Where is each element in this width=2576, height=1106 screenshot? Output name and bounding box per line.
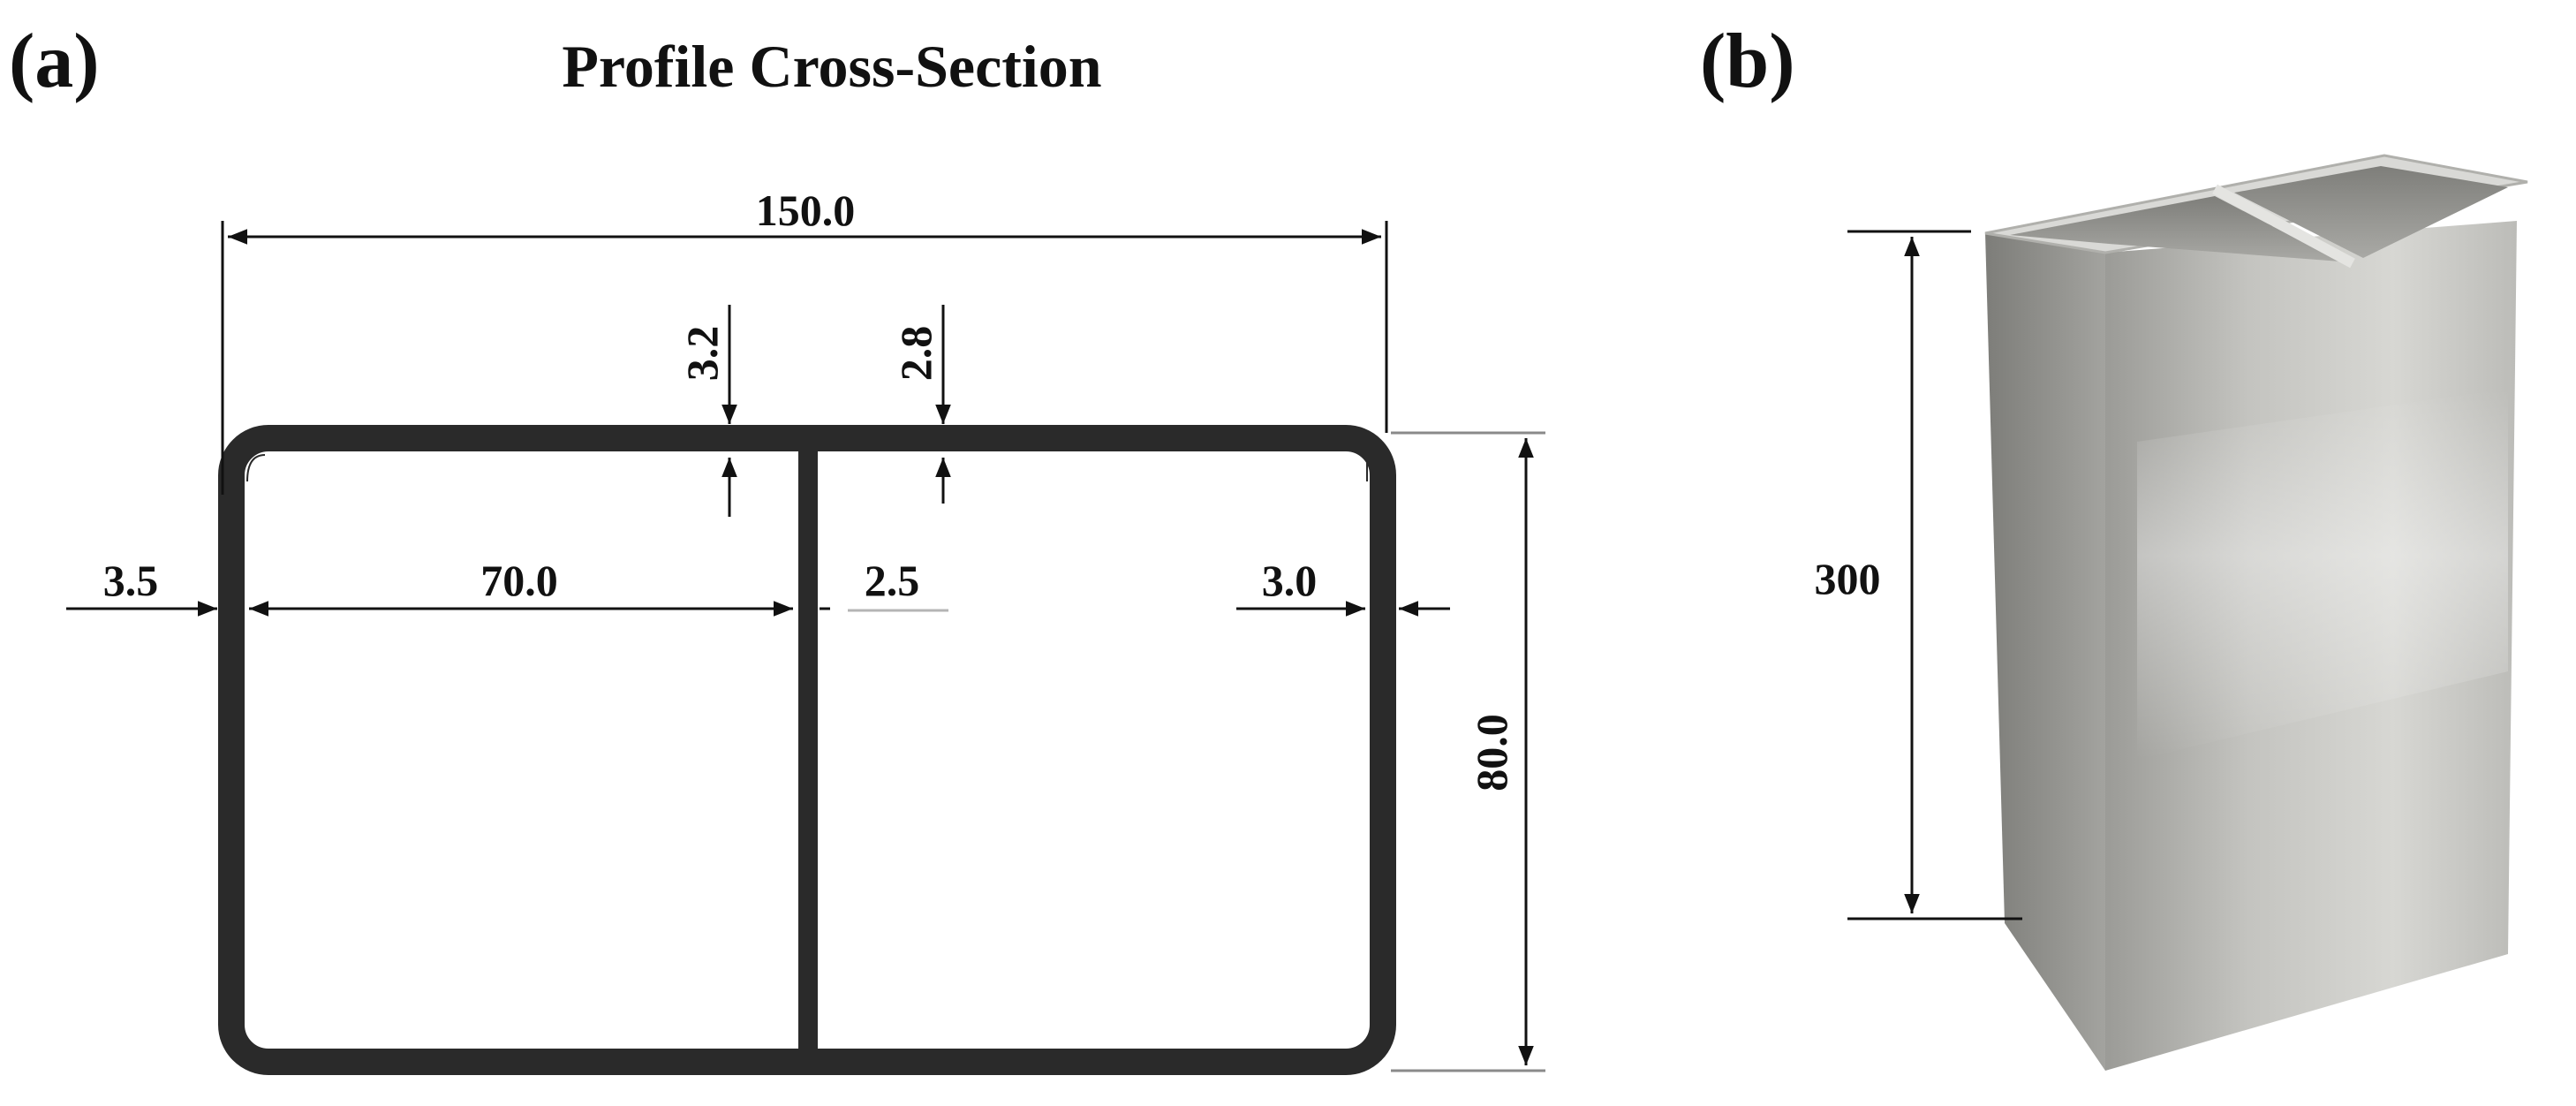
dimension-overall-width: 150.0 xyxy=(221,186,1388,495)
profile-cross-section xyxy=(218,425,1396,1075)
inner-corner-lines xyxy=(246,454,1369,482)
dim-label-middle-web: 2.5 xyxy=(865,556,920,605)
profile-cell-left xyxy=(2010,196,2340,261)
dimension-middle-web: 2.5 xyxy=(820,556,948,612)
profile-side-face xyxy=(1985,233,2105,1071)
dim-label-left-wall: 3.5 xyxy=(103,556,159,605)
aluminum-profile-photo xyxy=(1984,154,2528,1071)
dimension-overall-height: 80.0 xyxy=(1391,431,1545,1072)
dim-label-right-wall: 3.0 xyxy=(1262,556,1318,605)
dimension-left-cell: 70.0 xyxy=(249,556,793,617)
dimension-top-wall-right: 2.8 xyxy=(891,305,951,504)
profile-shine xyxy=(2137,389,2508,760)
dim-label-top-wall-right: 2.8 xyxy=(891,326,941,382)
dim-label-left-cell: 70.0 xyxy=(480,556,558,605)
dim-label-top-wall-left: 3.2 xyxy=(677,326,727,382)
panel-b-label: (b) xyxy=(1700,19,1795,104)
outer-wall xyxy=(218,425,1396,1075)
dimension-right-wall: 3.0 xyxy=(1236,556,1450,617)
dim-label-overall-width: 150.0 xyxy=(756,186,856,235)
cross-section-title: Profile Cross-Section xyxy=(562,33,1101,100)
dimension-top-wall-left: 3.2 xyxy=(677,305,737,517)
profile-inner-web xyxy=(2212,184,2355,269)
dim-label-length: 300 xyxy=(1815,554,1881,603)
dimension-left-wall: 3.5 xyxy=(66,556,217,617)
dim-label-overall-height: 80.0 xyxy=(1467,714,1516,792)
profile-cell-right xyxy=(2234,166,2508,258)
dimension-length: 300 xyxy=(1815,230,2022,920)
panel-a-label: (a) xyxy=(9,19,100,104)
